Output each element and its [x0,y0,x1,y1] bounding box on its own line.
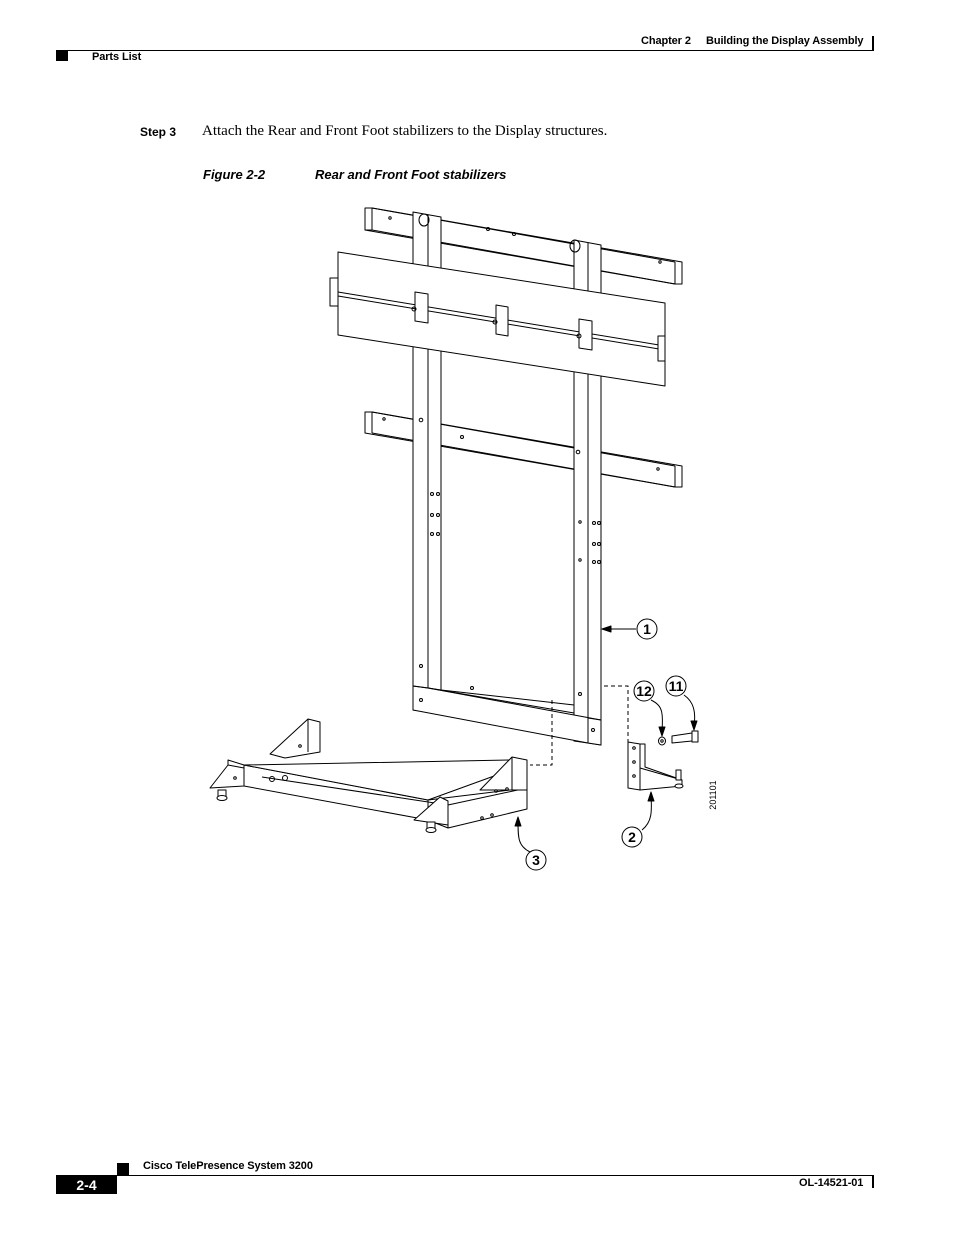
footer-doc-title: Cisco TelePresence System 3200 [143,1160,313,1172]
leader-lines [514,625,698,853]
header-section: Parts List [92,51,142,63]
step-text: Attach the Rear and Front Foot stabilize… [202,123,608,139]
footer-right-tick [872,1175,874,1188]
callout-2-label: 2 [628,829,636,845]
header-chapter-title: Building the Display Assembly [706,35,864,47]
figure-title: Rear and Front Foot stabilizers [315,167,507,182]
callout-3-label: 3 [532,852,540,868]
top-crossbar [364,207,683,285]
art-id: 201101 [708,780,718,809]
footer-doc-number: OL-14521-01 [799,1177,864,1189]
footer-rule [56,1175,874,1176]
page-number: 2-4 [56,1176,117,1194]
callout-12-label: 12 [636,683,652,699]
callout-1 [636,618,658,640]
callout-3 [525,849,547,871]
figure-number: Figure 2-2 [203,167,266,182]
step-label: Step 3 [140,125,177,139]
footer-marker [117,1163,129,1176]
assembly-guide-dashed [530,685,629,766]
rear-foot-stabilizer [209,718,528,833]
front-foot-stabilizer [627,741,684,791]
washer-and-bolt [658,730,699,746]
callout-12 [633,680,655,702]
callout-1-label: 1 [643,621,651,637]
callout-11-label: 11 [669,678,684,694]
header-right-tick [872,36,874,51]
header-marker [56,51,68,61]
callout-11 [665,675,687,697]
header-chapter: Chapter 2 [641,35,691,47]
header-rule [56,50,874,51]
mounting-panel [329,251,666,387]
callout-2 [621,826,643,848]
